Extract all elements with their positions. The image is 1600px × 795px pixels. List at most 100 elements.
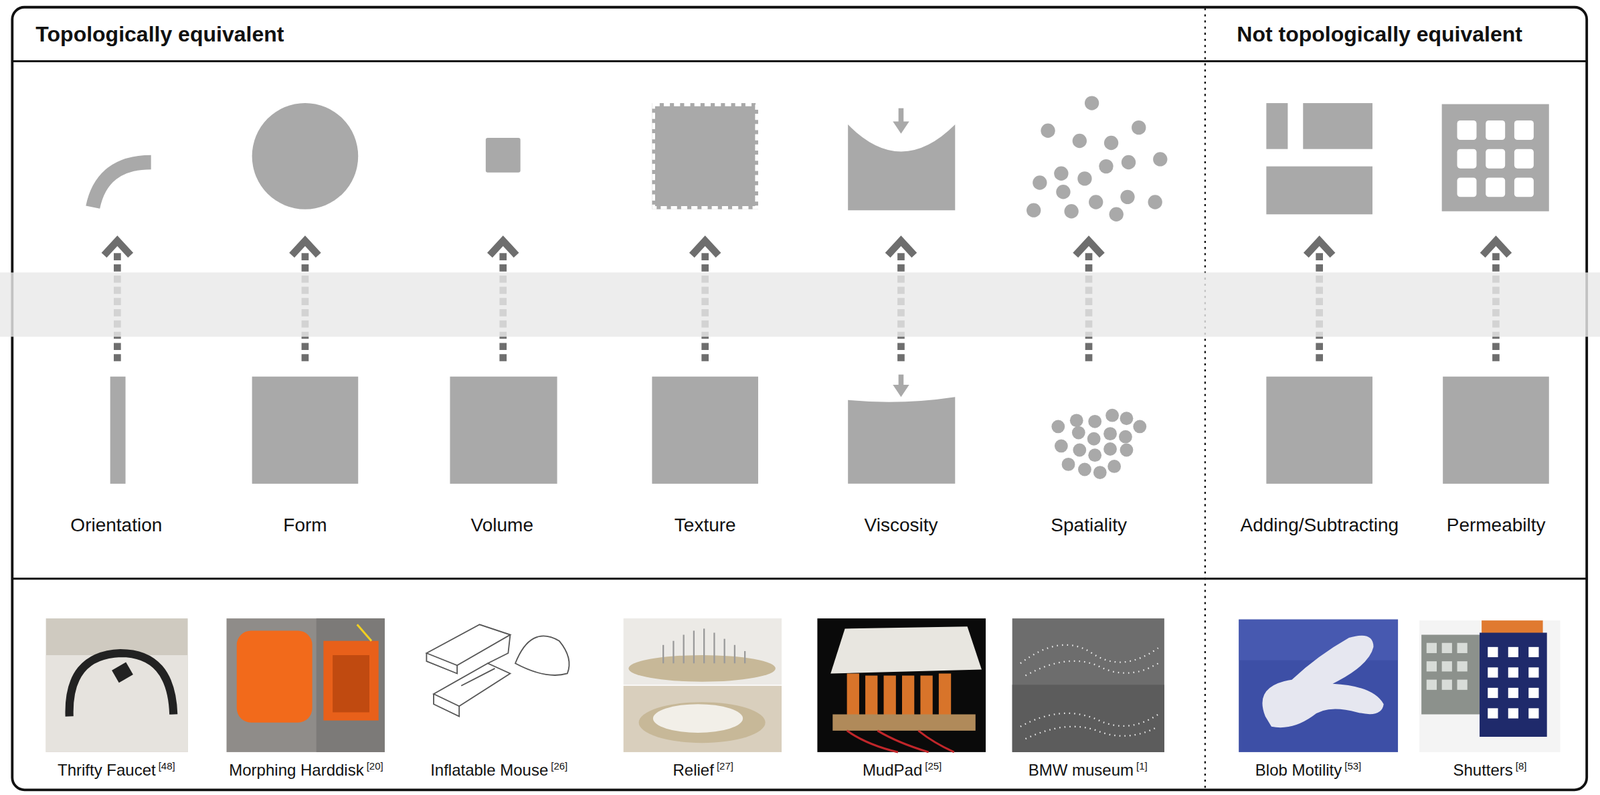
shape-glyphs	[485, 137, 521, 173]
shape-glyphs	[1098, 159, 1113, 174]
photo-morphing-harddisk	[226, 618, 385, 753]
photo-morphing-harddisk	[316, 618, 385, 753]
photo-morphing-harddisk	[236, 630, 313, 723]
shape-glyphs	[1026, 203, 1041, 218]
photo-inflatable-mouse	[433, 693, 460, 717]
photo-shutters	[1426, 661, 1437, 672]
photo-mudpad	[938, 673, 951, 720]
photo-thrifty-faucet	[111, 662, 134, 684]
shape-glyphs	[1103, 426, 1117, 441]
photo-shutters	[1508, 707, 1519, 719]
photo-inflatable-mouse	[419, 618, 578, 753]
photo-relief	[623, 618, 782, 685]
photo-shutters	[1457, 661, 1468, 672]
photo-shutters	[1528, 687, 1539, 698]
shape-glyphs	[1118, 430, 1133, 444]
photo-shutters	[1487, 707, 1498, 719]
shape-glyphs	[449, 376, 557, 484]
photo-caption: Relief[27]	[673, 760, 734, 780]
photo-morphing-harddisk	[323, 641, 379, 721]
frame	[1204, 8, 1206, 789]
shape-glyphs	[1055, 184, 1071, 199]
shape-glyphs	[252, 103, 359, 210]
photo-shutters	[1426, 643, 1468, 690]
shape-glyphs	[1109, 207, 1124, 222]
photo-relief	[623, 685, 782, 753]
photo-morphing-harddisk	[332, 655, 370, 713]
shape-glyphs	[1457, 120, 1477, 140]
photo-relief	[713, 632, 715, 664]
photo-inflatable-mouse	[426, 653, 458, 674]
shape-glyphs	[1152, 151, 1168, 166]
shape-glyphs	[1121, 155, 1136, 170]
photo-shutters	[1487, 687, 1498, 698]
photo-shutters	[1457, 643, 1468, 654]
photo-bmw-museum	[1012, 618, 1165, 753]
caption-text: Relief	[673, 760, 715, 779]
shape-glyphs	[1485, 120, 1505, 140]
photo-bmw-museum	[1020, 645, 1159, 664]
shape-glyphs	[252, 376, 359, 484]
category-label: Orientation	[70, 514, 162, 537]
photo-relief	[672, 641, 674, 664]
photo-shutters	[1487, 667, 1498, 678]
shape-glyphs	[1088, 448, 1102, 462]
photo-relief	[744, 651, 746, 664]
reference-number: [53]	[1344, 760, 1362, 772]
shape-glyphs	[898, 108, 905, 124]
photo-mudpad	[832, 714, 975, 731]
photo-relief	[703, 628, 705, 664]
photo-mudpad	[817, 618, 986, 753]
shape-glyphs	[1266, 103, 1288, 150]
shape-glyphs	[1120, 411, 1134, 425]
shape-glyphs	[1088, 414, 1102, 429]
shape-glyphs	[1485, 149, 1505, 169]
shape-glyphs	[847, 124, 955, 211]
photo-shutters	[1457, 679, 1468, 690]
caption-text: Thrifty Faucet	[57, 760, 156, 779]
photo-bmw-museum	[1025, 661, 1158, 676]
photo-inflatable-mouse	[487, 635, 511, 664]
shape-glyphs	[1087, 432, 1101, 446]
reference-number: [25]	[924, 760, 942, 772]
shape-glyphs	[1072, 133, 1087, 148]
shape-glyphs	[1088, 194, 1103, 209]
photo-shutters	[1508, 687, 1519, 698]
photo-relief	[683, 635, 685, 664]
section-title: Not topologically equivalent	[1236, 22, 1523, 47]
category-label: Volume	[471, 514, 534, 537]
photo-shutters	[1528, 667, 1539, 678]
photo-shutters	[1419, 620, 1560, 753]
shape-glyphs	[1053, 166, 1069, 181]
photo-blob-motility	[1262, 635, 1384, 728]
photo-relief	[639, 701, 766, 743]
photo-shutters	[1508, 667, 1519, 678]
frame	[12, 7, 1587, 791]
shape-glyphs	[653, 104, 757, 208]
category-label: Adding/Subtracting	[1240, 514, 1400, 537]
photo-bmw-museum	[1012, 684, 1165, 753]
reference-number: [48]	[158, 760, 176, 772]
photo-shutters	[1442, 661, 1453, 672]
shape-glyphs	[1131, 120, 1146, 135]
photo-relief	[653, 703, 743, 733]
photo-bmw-museum	[1020, 645, 1159, 739]
shape-glyphs	[1107, 459, 1121, 474]
photo-shutters	[1426, 643, 1437, 654]
photo-shutters	[1421, 635, 1481, 715]
shape-glyphs	[847, 396, 955, 484]
shape-glyphs	[1054, 439, 1069, 454]
photo-inflatable-mouse	[515, 635, 570, 676]
shape-glyphs	[1120, 443, 1134, 458]
shape-glyphs	[93, 95, 1550, 484]
photo-shutters	[1528, 707, 1539, 719]
photo-mudpad	[847, 673, 860, 720]
photo-shutters	[1419, 620, 1560, 753]
photo-caption: Blob Motility[53]	[1255, 760, 1362, 780]
photo-caption: BMW museum[1]	[1028, 760, 1148, 780]
photo-shutters	[1481, 620, 1543, 635]
photo-thrifty-faucet	[46, 618, 189, 753]
photo-caption: Thrifty Faucet[48]	[57, 760, 176, 780]
reference-number: [8]	[1515, 760, 1528, 772]
shape-glyphs	[1514, 177, 1534, 197]
